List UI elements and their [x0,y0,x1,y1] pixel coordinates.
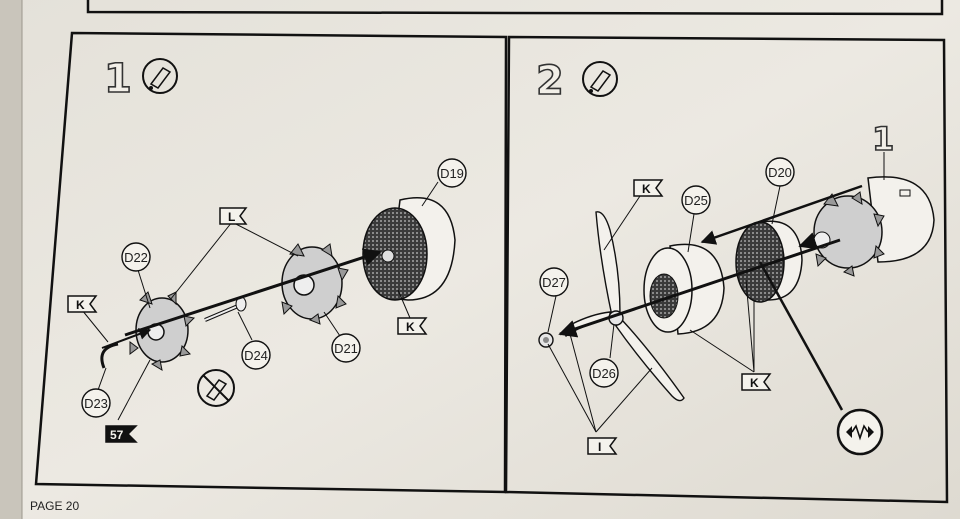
part-d19-cowling [362,197,456,301]
svg-text:K: K [750,376,759,390]
svg-text:L: L [228,210,235,224]
previous-panel-frame [86,0,944,16]
callout-d24: D24 [241,340,271,370]
assembly-arrow-main [558,238,841,338]
svg-text:I: I [598,440,601,454]
callout-d22: D22 [121,242,151,272]
part-d22-engine-front [129,291,196,372]
page-edge [0,0,22,519]
callout-d21: D21 [331,333,361,363]
step-2-panel: 2 1 [504,35,949,504]
svg-text:D21: D21 [334,341,358,356]
svg-text:K: K [76,298,85,312]
callout-d25: D25 [681,185,711,215]
assembly-arrow-short [798,232,819,250]
callout-d23: D23 [81,388,111,418]
movable-part-icon [836,408,884,456]
svg-text:K: K [406,320,415,334]
no-glue-icon [197,369,235,407]
step-1-number: 1 [104,56,132,102]
svg-text:D23: D23 [84,396,108,411]
step-2-number: 2 [536,58,564,104]
flag-k-top: K [67,295,98,313]
callout-d19: D19 [437,158,467,188]
svg-text:D20: D20 [768,165,792,180]
part-d20-ring [735,220,803,303]
callout-d26: D26 [589,358,619,388]
svg-text:D25: D25 [684,193,708,208]
svg-text:D22: D22 [124,250,148,265]
assembly-arrow-ring [101,328,152,349]
step-1-panel: 1 [34,31,508,494]
svg-text:D24: D24 [244,348,268,363]
svg-text:D27: D27 [542,275,566,290]
svg-text:57: 57 [110,428,124,442]
glue-tube-icon [582,61,618,97]
svg-text:D19: D19 [440,166,464,181]
svg-text:D26: D26 [592,366,616,381]
flag-k-left: K [633,179,664,197]
flag-k-bottom: K [397,317,428,335]
part-d26-propeller [564,211,685,402]
page-footer: PAGE 20 [30,499,79,513]
svg-text:K: K [642,182,651,196]
part-d23-ring [100,342,119,369]
callout-d20: D20 [765,157,795,187]
reference-tag-57: 57 [105,425,138,443]
flag-l-top: L [219,207,248,225]
assembly-arrow-cowling [700,184,863,245]
assembly-arrow-main [124,248,382,337]
part-d27-nut [538,332,554,348]
part-d25-cowling [643,243,725,335]
flag-i-bottom: I [587,437,618,455]
callout-d27: D27 [539,267,569,297]
glue-tube-icon [142,58,178,94]
flag-k-bottom: K [741,373,772,391]
subassembly-number: 1 [872,120,894,158]
